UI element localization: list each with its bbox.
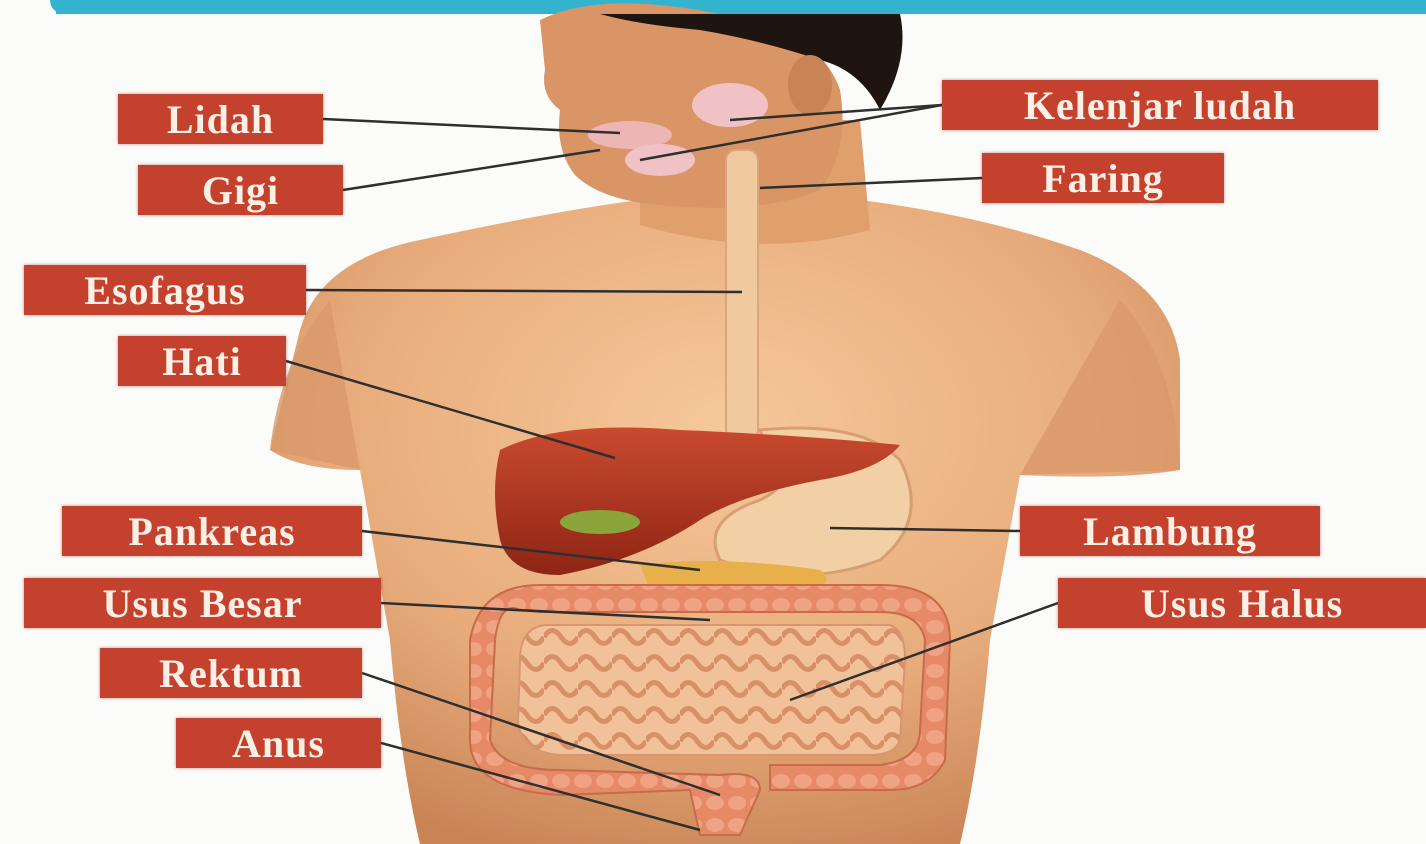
label-pankreas: Pankreas <box>62 506 362 556</box>
label-anus: Anus <box>176 718 381 768</box>
label-usus-halus: Usus Halus <box>1058 578 1426 628</box>
gallbladder <box>560 510 640 534</box>
label-usus-besar: Usus Besar <box>24 578 381 628</box>
leader-gigi <box>343 150 600 190</box>
label-gigi: Gigi <box>138 165 343 215</box>
salivary-gland <box>692 83 768 127</box>
salivary-gland-lower <box>625 144 695 176</box>
ear <box>788 55 832 115</box>
label-rektum: Rektum <box>100 648 362 698</box>
label-faring: Faring <box>982 153 1224 203</box>
label-lidah: Lidah <box>118 94 323 144</box>
small-intestine <box>518 625 905 755</box>
label-lambung: Lambung <box>1020 506 1320 556</box>
label-hati: Hati <box>118 336 286 386</box>
esophagus <box>726 150 758 440</box>
label-kelenjar-ludah: Kelenjar ludah <box>942 80 1378 130</box>
label-esofagus: Esofagus <box>24 265 306 315</box>
